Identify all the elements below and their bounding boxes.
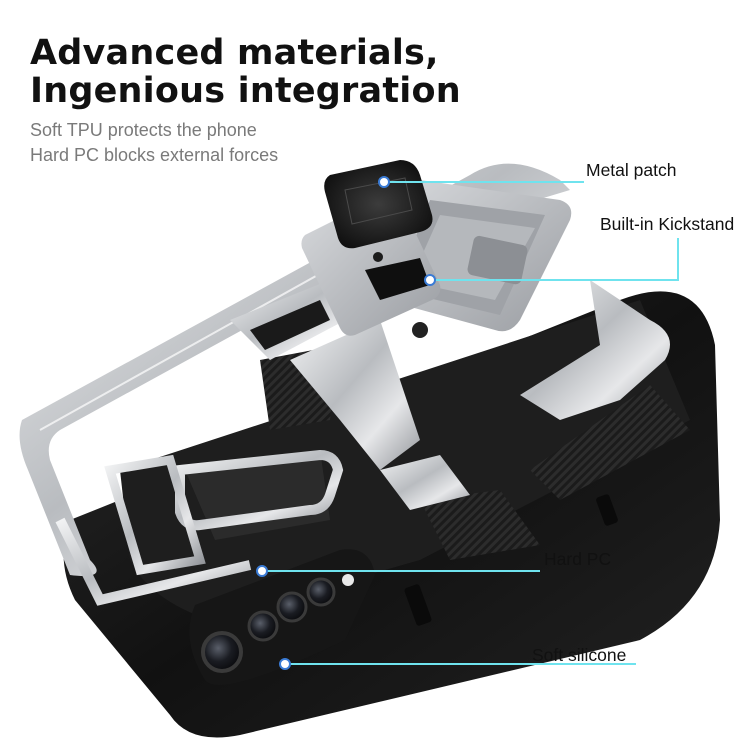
callout-built-in-kickstand: Built-in Kickstand	[600, 214, 735, 234]
headline-line-2: Ingenious integration	[30, 71, 461, 111]
camera-lens	[276, 591, 308, 623]
carbon-texture	[420, 490, 540, 560]
subheadline-line-2: Hard PC blocks external forces	[30, 145, 279, 165]
callout-dot	[424, 274, 436, 286]
metal-patch-plate	[301, 160, 441, 336]
callout-dot	[279, 658, 291, 670]
headline-line-1: Advanced materials,	[30, 33, 439, 73]
subheadline-line-1: Soft TPU protects the phone	[30, 120, 257, 140]
leader-line	[430, 238, 679, 281]
silver-frame	[19, 163, 670, 606]
headline: Advanced materials, Ingenious integratio…	[30, 34, 461, 110]
hinge-screw	[412, 322, 428, 338]
callout-dot	[256, 565, 268, 577]
camera-lens	[306, 577, 336, 607]
flash-icon	[342, 574, 354, 586]
callout-lines	[256, 176, 679, 670]
carbon-texture	[530, 385, 690, 500]
camera-lens	[247, 610, 279, 642]
callout-hard-pc: Hard PC	[544, 549, 612, 569]
camera-module	[189, 549, 375, 685]
callout-soft-silicone: Soft silicone	[532, 645, 627, 665]
callout-dot	[378, 176, 390, 188]
callout-metal-patch: Metal patch	[586, 160, 677, 180]
camera-lens	[201, 631, 243, 673]
